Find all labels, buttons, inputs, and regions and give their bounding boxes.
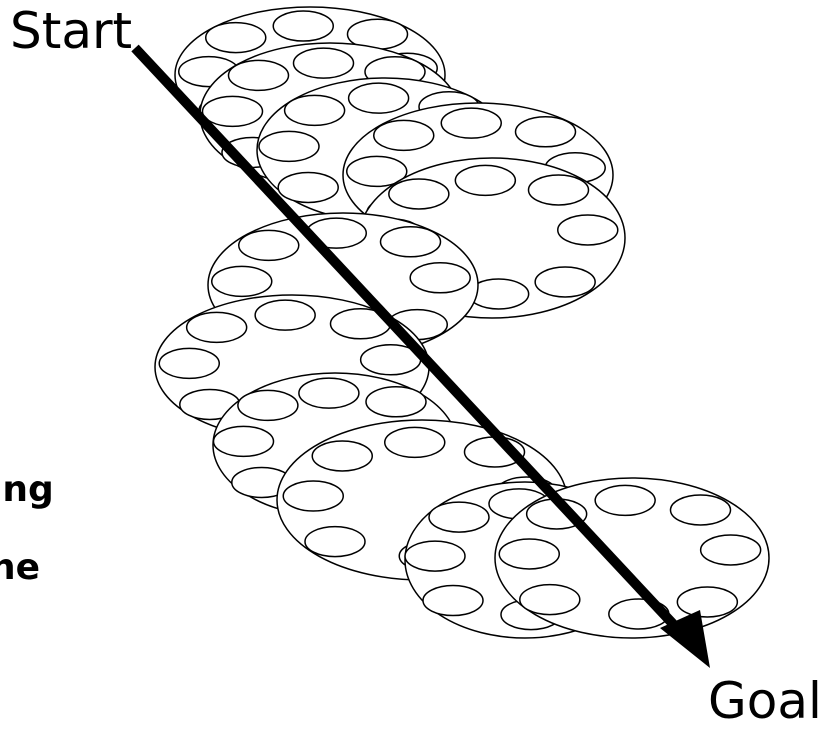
plate-hole [158,347,220,380]
plate-hole [254,299,316,331]
plate-hole [258,130,320,163]
state-plates [154,6,770,639]
plate-hole [211,265,273,298]
plate-hole [428,501,490,533]
plate-hole [498,538,560,570]
plate-hole [440,107,502,139]
plate-hole [519,583,581,616]
plate-hole [185,311,248,344]
plate-hole [699,534,762,566]
plate-hole [422,584,484,617]
plate-hole [237,389,299,422]
plate-hole [282,480,344,512]
plate-hole [272,10,334,42]
plate-hole [365,386,427,418]
plate-hole [594,484,656,517]
arrow-head [660,610,710,668]
plate-hole [379,226,442,258]
plate-hole [557,214,619,246]
plate [494,477,770,639]
plate-hole [669,494,732,526]
start-label: Start [10,2,133,60]
plate-hole [205,21,267,54]
plate-hole [347,82,410,114]
plate-hole [409,262,471,294]
plate-hole [454,164,517,197]
plate-hole [311,440,373,472]
plate-hole [373,119,435,152]
goal-label: Goal [708,672,822,730]
plate-hole [304,525,366,558]
plate-hole [346,155,408,188]
side-text-line-2: ne [0,547,41,588]
plate-hole [298,377,360,409]
plate-hole [404,540,466,572]
plate-hole [283,94,346,127]
plate-hole [277,171,339,204]
path-arrow [131,44,692,644]
plate-hole [514,116,577,148]
plate-hole [527,174,590,206]
plate-hole [201,95,264,128]
plate-hole [676,586,739,618]
plate-hole [227,59,290,92]
plate-hole [238,229,300,262]
plate-hole [534,266,596,298]
plate-hole [388,178,450,210]
plate-hole [292,47,355,79]
side-text-line-1: ing [0,469,54,510]
plate-hole [384,426,446,459]
plate-hole [212,425,275,458]
